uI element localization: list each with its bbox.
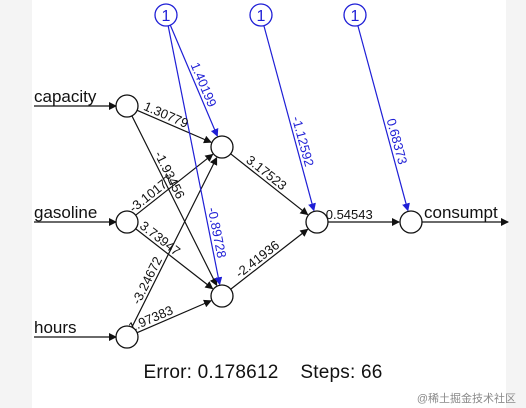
input-node-hours	[115, 325, 139, 349]
bias-node-label-1: 1	[162, 8, 171, 25]
weight-label-i2-h11: -3.10177	[126, 172, 176, 216]
input-label-gasoline: gasoline	[34, 203, 97, 222]
bias-weight-label-b1-h12: -0.89728	[205, 206, 230, 259]
nodes-layer: 1 1 1	[115, 3, 423, 349]
bias-edge-b1-h12	[167, 25, 223, 286]
left-margin-strip	[0, 0, 32, 408]
edge-i2-h11	[135, 153, 214, 216]
weight-label-i3-h11: -3.24672	[129, 254, 165, 307]
edge-i1-h11	[136, 109, 212, 144]
weight-label-h21-o1: -0.54543	[321, 207, 372, 222]
edge-i3-h12	[136, 299, 212, 334]
bias-node-2	[249, 3, 273, 27]
steps-value: 66	[360, 362, 383, 383]
hidden1-node-2	[210, 284, 234, 308]
bias-edge-b3-o1	[357, 25, 410, 212]
hidden1-node-1	[210, 135, 234, 159]
bias-weight-label-b1-h11: 1.40199	[188, 60, 220, 109]
input-label-capacity: capacity	[34, 87, 97, 106]
edges-layer	[34, 24, 509, 341]
steps-label: Steps:	[300, 362, 356, 383]
edge-i2-h12	[135, 228, 214, 290]
bias-weight-label-b2-h21: -1.12592	[289, 115, 317, 168]
weight-label-h12-h21: -2.41936	[232, 237, 282, 280]
input-label-hours: hours	[34, 318, 77, 337]
error-value: 0.178612	[197, 362, 279, 383]
weight-labels-layer: capacitygasolinehoursconsumpt1.30779-1.9…	[34, 60, 498, 337]
bias-edge-b2-h21	[263, 25, 316, 212]
edge-h12-h21	[230, 228, 309, 290]
bias-node-3	[343, 3, 367, 27]
output-label: consumpt	[424, 203, 498, 222]
edge-h11-h21	[230, 153, 309, 216]
training-summary: Error: 0.178612 Steps: 66	[0, 362, 526, 384]
edge-i1-h12	[131, 115, 218, 287]
weight-label-h11-h21: 3.17523	[243, 152, 289, 193]
bias-edge-b1-h11	[169, 24, 219, 137]
hidden2-node-1	[305, 210, 329, 234]
bias-node-label-3: 1	[351, 8, 360, 25]
error-label: Error:	[143, 362, 193, 383]
output-node	[399, 210, 423, 234]
bias-node-label-2: 1	[257, 8, 266, 25]
right-margin-strip	[506, 0, 526, 408]
bias-weight-label-b3-o1: 0.68373	[384, 117, 411, 166]
input-node-capacity	[115, 94, 139, 118]
bias-node-1	[154, 3, 178, 27]
watermark-text: @稀土掘金技术社区	[416, 393, 516, 405]
input-node-gasoline	[115, 210, 139, 234]
edge-i3-h11	[131, 156, 218, 328]
